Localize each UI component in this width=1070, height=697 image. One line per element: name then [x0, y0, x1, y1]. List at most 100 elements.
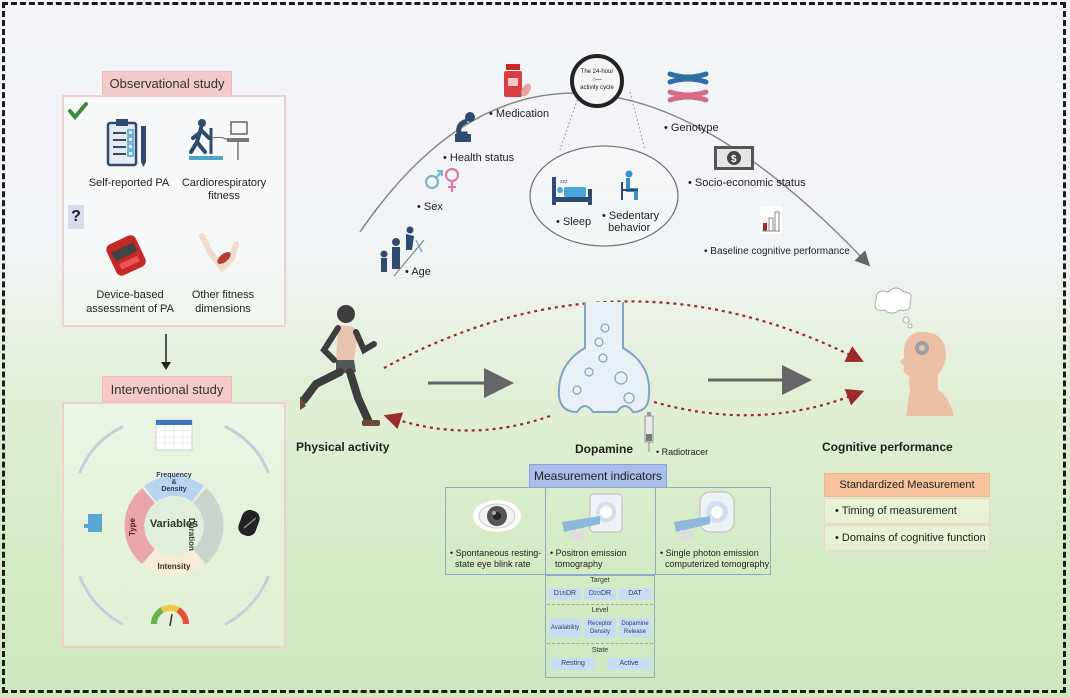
pet-details-box	[545, 575, 655, 678]
muscle-arm-icon	[199, 233, 239, 273]
socio-economic-label: • Socio-economic status	[688, 177, 806, 189]
density-text: Density	[161, 486, 187, 493]
device-based-line1: Device-based	[96, 289, 164, 301]
down-arrow-icon	[161, 334, 171, 370]
syringe-icon	[644, 412, 654, 452]
outer-arc-tl	[78, 425, 124, 474]
segment-duration	[193, 488, 224, 564]
sex-label: • Sex	[417, 201, 443, 213]
domains-text: Domains of cognitive function	[841, 532, 986, 544]
health-status-label: • Health status	[443, 152, 515, 164]
clock-separator: ○—	[592, 77, 602, 83]
medication-label: • Medication	[489, 108, 550, 120]
thinking-head-icon	[874, 287, 954, 416]
cardiorespiratory-fitness-label: Cardiorespiratory fitness	[176, 177, 272, 203]
calendar-icon	[155, 419, 193, 451]
clock-line2: activity cycle	[580, 85, 614, 91]
seated-person-icon	[621, 170, 638, 200]
measurement-divider-2	[655, 487, 656, 575]
device-based-line2: assessment of PA	[86, 303, 174, 315]
clock-text: The 24-hour ○— activity cycle	[574, 68, 620, 92]
clipboard-icon	[106, 119, 146, 167]
question-icon: ?	[68, 205, 84, 229]
clock-line1: The 24-hour	[580, 69, 614, 75]
dopamine-to-pa-dotted-arrow	[383, 412, 551, 432]
state-title: State	[591, 647, 609, 654]
pet-line1: Positron emission	[555, 548, 627, 558]
segment-intensity	[144, 550, 204, 576]
state-chip-active: Active	[607, 658, 651, 670]
frequency-density-label: Frequency & Density	[146, 472, 202, 493]
segment-type	[124, 488, 155, 564]
baseline-cognitive-label: • Baseline cognitive performance	[704, 246, 850, 257]
state-chip-resting: Resting	[551, 658, 595, 670]
bar-chart-icon	[760, 206, 782, 234]
variables-label: Variables	[149, 518, 199, 530]
pet-line2: tomography	[555, 559, 603, 569]
observational-study-panel	[62, 95, 286, 327]
device-based-label: Device-based assessment of PA	[80, 288, 180, 316]
smartwatch-icon	[238, 509, 260, 537]
sedentary-text: Sedentary	[608, 210, 660, 222]
cardiorespiratory-line1: Cardiorespiratory	[181, 177, 267, 189]
outer-arc-br	[224, 575, 270, 626]
segment-frequency	[144, 476, 204, 502]
level-chip-availability: Availability	[549, 618, 581, 638]
sex-text: Sex	[423, 201, 443, 213]
genotype-text: Genotype	[670, 122, 719, 134]
standardized-row-domains: • Domains of cognitive function	[824, 525, 990, 551]
variables-wheel	[78, 419, 270, 627]
spect-scanner-icon	[674, 491, 735, 540]
sleep-text: Sleep	[562, 216, 592, 228]
cognitive-performance-label: Cognitive performance	[822, 440, 953, 454]
eye-blink-line1: Spontaneous resting-	[455, 548, 542, 558]
other-fitness-label: Other fitness dimensions	[180, 288, 266, 316]
sad-person-icon	[455, 112, 475, 142]
sedentary-label: • Sedentary behavior	[602, 210, 660, 234]
timing-text: Timing of measurement	[841, 505, 957, 517]
exercise-machine-icon	[84, 514, 102, 532]
treadmill-icon	[189, 119, 249, 160]
standardized-row-timing: • Timing of measurement	[824, 498, 990, 524]
level-title: Level	[591, 607, 609, 614]
measurement-indicators-header: Measurement indicators	[529, 464, 667, 488]
bed-icon: zzz	[552, 177, 592, 205]
activity-cycle-ellipse	[529, 145, 679, 247]
sleep-label: • Sleep	[556, 216, 592, 228]
target-chip-dat: DAT	[619, 588, 651, 600]
target-title: Target	[590, 577, 610, 584]
spect-line2: computerized tomography	[665, 559, 770, 569]
eye-icon	[473, 500, 521, 532]
interventional-study-header: Interventional study	[102, 376, 232, 402]
dopamine-synapse-icon	[557, 302, 651, 414]
money-icon: $	[714, 146, 754, 170]
intensity-label: Intensity	[157, 562, 191, 571]
outer-arc-bl	[78, 575, 124, 626]
spect-label: • Single photon emission computerized to…	[660, 548, 770, 569]
outer-arc-tr	[224, 425, 270, 474]
age-text: Age	[411, 266, 431, 278]
health-status-text: Health status	[449, 152, 515, 164]
baseline-cognitive-text: Baseline cognitive performance	[710, 246, 850, 257]
dopamine-to-cognition-dotted-arrow	[653, 389, 865, 417]
pet-scanner-icon	[562, 493, 623, 540]
radiotracer-label: • Radiotracer	[656, 447, 709, 457]
other-fitness-line1: Other fitness	[191, 289, 255, 301]
gender-icon	[424, 167, 460, 192]
wearable-device-icon	[106, 235, 146, 276]
medication-text: Medication	[495, 108, 550, 120]
chromosome-icon	[667, 71, 709, 103]
pa-to-cognition-dotted-arrow	[383, 300, 864, 369]
other-fitness-line2: dimensions	[195, 303, 251, 315]
frequency-text: Frequency	[156, 472, 192, 479]
runner-icon	[300, 305, 380, 426]
measurement-divider-1	[545, 487, 546, 575]
radiotracer-text: Radiotracer	[661, 447, 709, 457]
details-divider-2	[547, 643, 653, 644]
physical-activity-label: Physical activity	[296, 440, 390, 454]
age-label: • Age	[405, 266, 431, 278]
pet-label: • Positron emission tomography	[550, 548, 627, 569]
